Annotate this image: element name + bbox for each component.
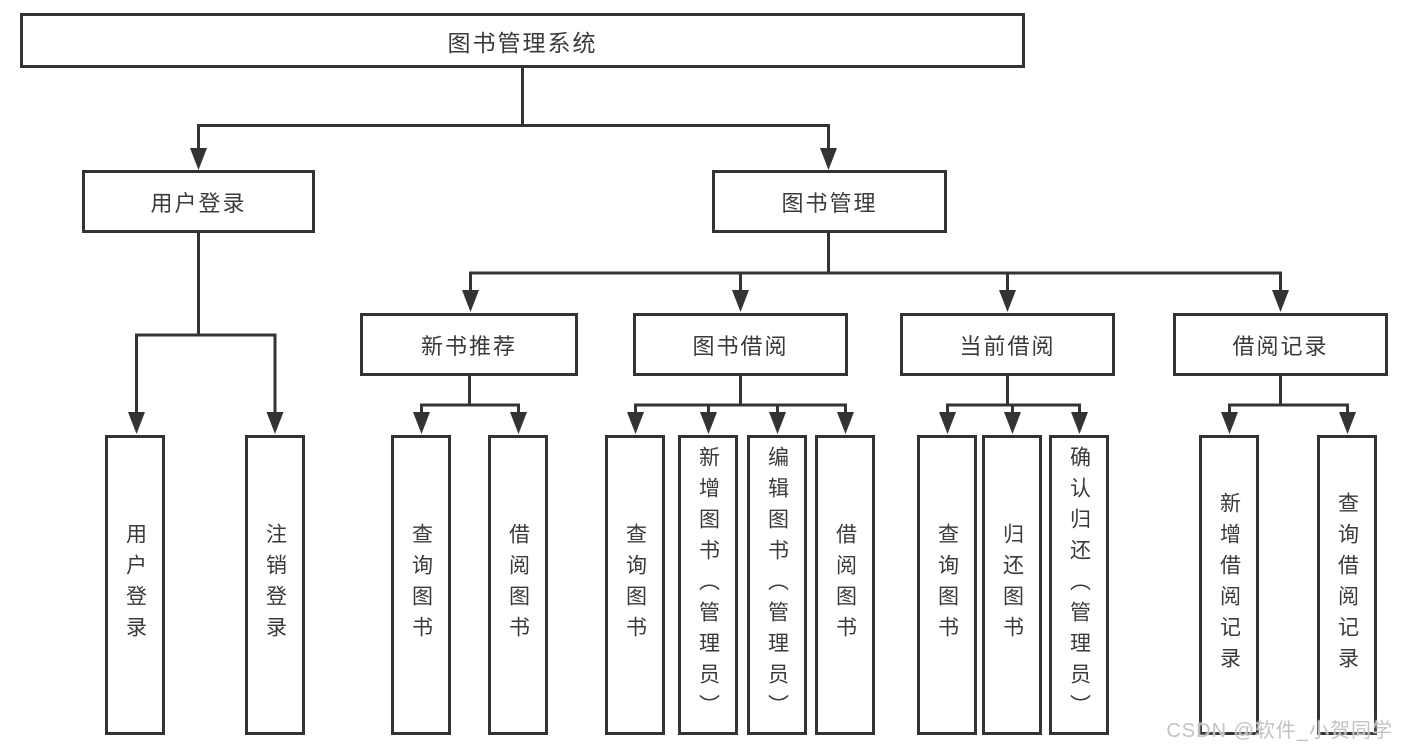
leaf-add-books-admin: 新增图书（管理员） bbox=[678, 435, 738, 735]
node-label: 用户登录 bbox=[150, 190, 247, 216]
leaf-query-books-recommend: 查询图书 bbox=[391, 435, 451, 735]
node-label: 图书管理系统 bbox=[447, 29, 598, 56]
arrowhead bbox=[1071, 412, 1088, 434]
connector-borrowing-to-leaves bbox=[634, 376, 847, 415]
arrowhead bbox=[510, 412, 527, 434]
arrowhead bbox=[1272, 290, 1289, 312]
node-label: 借阅记录 bbox=[1232, 333, 1329, 359]
node-label: 编辑图书（管理员） bbox=[765, 445, 789, 725]
node-new-book-recommendation: 新书推荐 bbox=[360, 313, 578, 376]
leaf-edit-books-admin: 编辑图书（管理员） bbox=[747, 435, 807, 735]
arrowhead bbox=[732, 290, 749, 312]
node-label: 新增借阅记录 bbox=[1217, 492, 1241, 678]
node-label: 借阅图书 bbox=[506, 523, 530, 647]
arrowhead bbox=[462, 290, 479, 312]
connector-root-to-level2 bbox=[197, 68, 830, 152]
arrowhead bbox=[190, 148, 207, 170]
leaf-borrow-books: 借阅图书 bbox=[815, 435, 875, 735]
node-label: 新书推荐 bbox=[420, 333, 517, 359]
node-book-borrowing: 图书借阅 bbox=[633, 313, 848, 376]
connector-recommend-to-leaves bbox=[420, 376, 520, 415]
leaf-query-borrow-record: 查询借阅记录 bbox=[1317, 435, 1377, 735]
arrowhead bbox=[128, 412, 145, 434]
leaf-add-borrow-record: 新增借阅记录 bbox=[1199, 435, 1259, 735]
arrowhead bbox=[700, 412, 717, 434]
arrowhead bbox=[1339, 412, 1356, 434]
connector-userlogin-to-leaves bbox=[135, 233, 277, 415]
arrowhead bbox=[769, 412, 786, 434]
connector-records-to-leaves bbox=[1228, 376, 1349, 415]
node-label: 确认归还（管理员） bbox=[1067, 445, 1091, 725]
arrowhead bbox=[1004, 412, 1021, 434]
node-label: 注销登录 bbox=[263, 523, 287, 647]
leaf-logout: 注销登录 bbox=[245, 435, 305, 735]
arrowhead bbox=[627, 412, 644, 434]
leaf-query-books-current: 查询图书 bbox=[917, 435, 977, 735]
leaf-confirm-return-admin: 确认归还（管理员） bbox=[1049, 435, 1109, 735]
node-label: 查询借阅记录 bbox=[1335, 492, 1359, 678]
arrowhead bbox=[939, 412, 956, 434]
node-label: 图书管理 bbox=[781, 190, 878, 216]
arrowhead bbox=[999, 290, 1016, 312]
arrowhead bbox=[837, 412, 854, 434]
arrowhead bbox=[266, 412, 284, 434]
node-book-management: 图书管理 bbox=[712, 170, 947, 233]
node-label: 用户登录 bbox=[123, 523, 147, 647]
node-library-management-system: 图书管理系统 bbox=[20, 13, 1025, 68]
node-label: 归还图书 bbox=[1000, 523, 1024, 647]
node-borrowing-records: 借阅记录 bbox=[1173, 313, 1388, 376]
node-label: 查询图书 bbox=[623, 523, 647, 647]
node-user-login: 用户登录 bbox=[82, 170, 315, 233]
node-label: 新增图书（管理员） bbox=[696, 445, 720, 725]
node-label: 当前借阅 bbox=[959, 333, 1056, 359]
node-label: 查询图书 bbox=[935, 523, 959, 647]
leaf-user-login: 用户登录 bbox=[105, 435, 165, 735]
connector-current-to-leaves bbox=[946, 376, 1081, 415]
arrowhead bbox=[820, 148, 837, 170]
arrowhead bbox=[1221, 412, 1238, 434]
leaf-borrow-books-recommend: 借阅图书 bbox=[488, 435, 548, 735]
node-label: 借阅图书 bbox=[833, 523, 857, 647]
leaf-return-books: 归还图书 bbox=[982, 435, 1042, 735]
csdn-watermark: CSDN @软件_小贺同学 bbox=[1166, 720, 1393, 742]
leaf-query-books-borrow: 查询图书 bbox=[605, 435, 665, 735]
arrowhead bbox=[413, 412, 430, 434]
connector-bookmgmt-to-level3 bbox=[469, 233, 1282, 294]
node-label: 查询图书 bbox=[409, 523, 433, 647]
node-label: 图书借阅 bbox=[692, 333, 789, 359]
node-current-borrowing: 当前借阅 bbox=[900, 313, 1115, 376]
